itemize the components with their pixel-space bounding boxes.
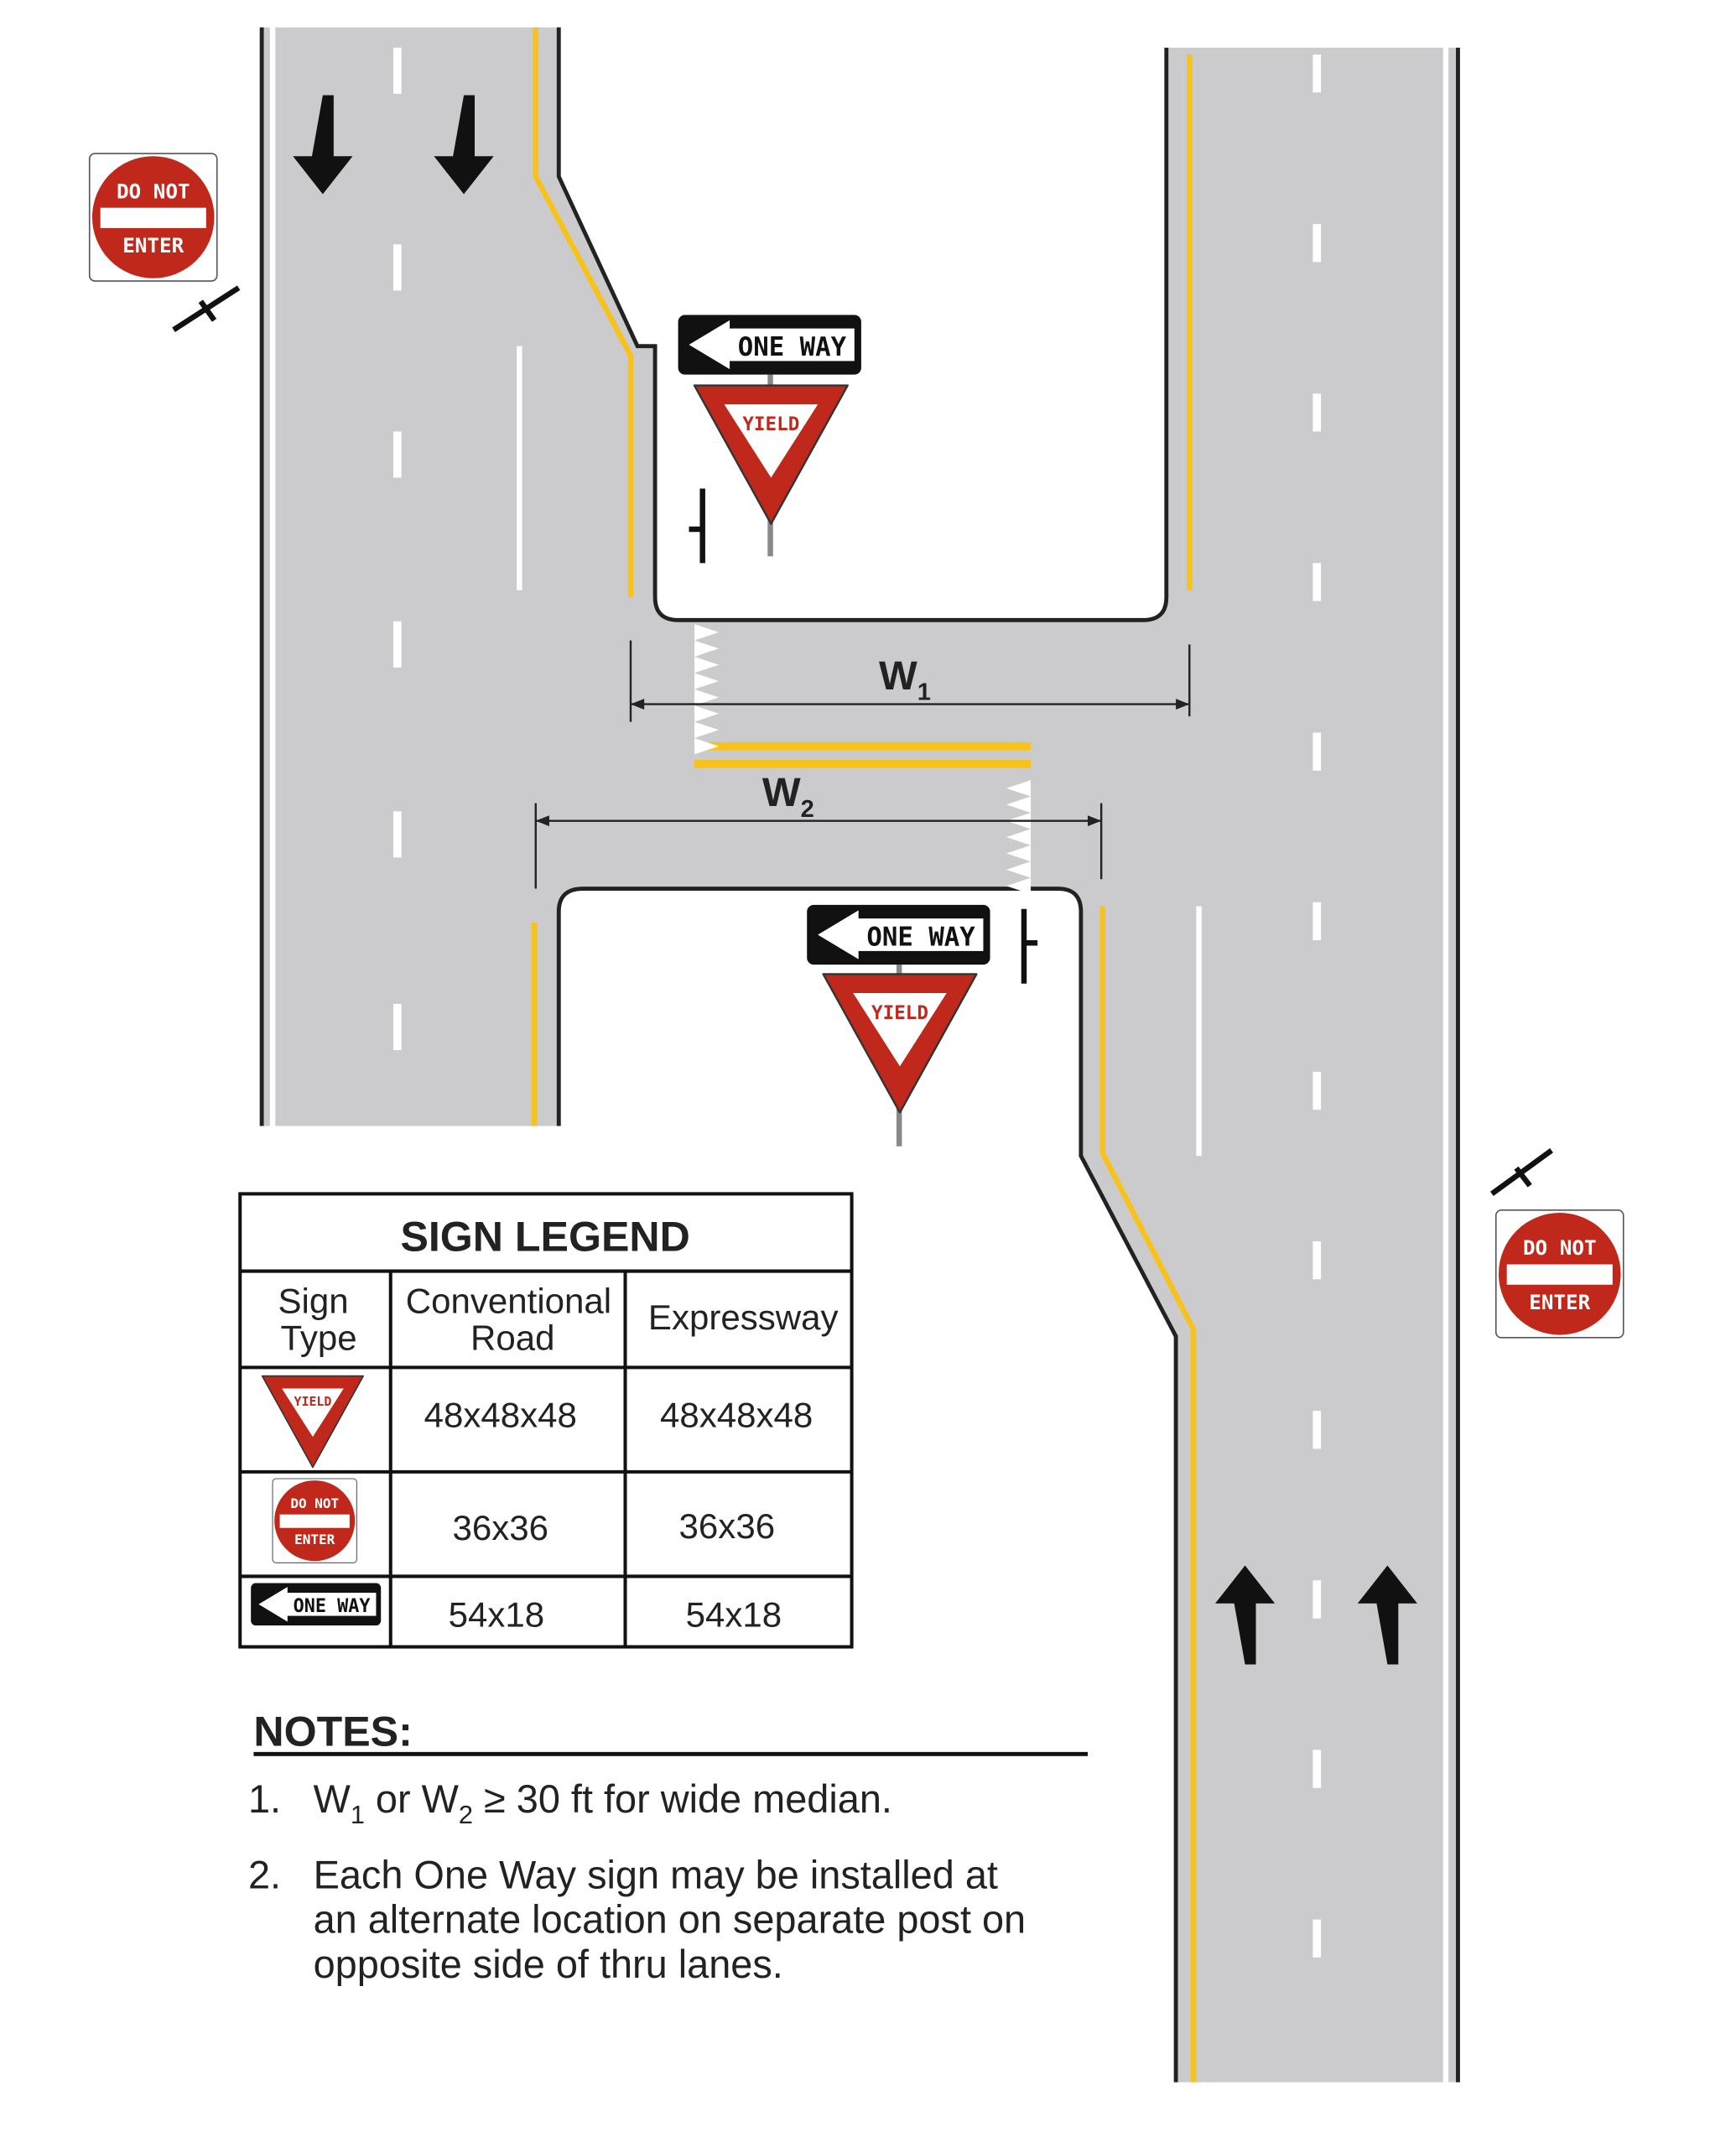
legend-title: SIGN LEGEND (400, 1213, 689, 1260)
cell-conventional: 54x18 (449, 1594, 545, 1634)
note-2-line: an alternate location on separate post o… (314, 1898, 1027, 1942)
sign-text: YIELD (294, 1394, 331, 1409)
do-not-enter-sign: DO NOT ENTER (1494, 1209, 1624, 1339)
cell-conventional: 48x48x48 (424, 1396, 577, 1435)
white-edge-lines (269, 27, 1449, 2083)
do-not-enter-sign: DO NOT ENTER (88, 153, 218, 282)
note-number: 1. (248, 1777, 281, 1821)
notes-title: NOTES: (253, 1708, 412, 1755)
dimension-w1 (629, 640, 1191, 722)
double-yellow-centerline (694, 741, 1032, 768)
sign-text: YIELD (742, 413, 799, 435)
do-not-enter-sign: DO NOT ENTER (272, 1478, 357, 1563)
one-way-sign: ONE WAY (807, 904, 990, 965)
w2-label: W2 (762, 770, 814, 823)
sign-text: DO NOT (117, 179, 190, 203)
cell-expressway: 36x36 (679, 1506, 776, 1546)
yield-sign: YIELD (693, 384, 849, 525)
sign-text: ONE WAY (294, 1596, 372, 1617)
sign-text: YIELD (871, 1002, 928, 1024)
header-conventional: Conventional (406, 1282, 611, 1321)
yield-sign: YIELD (822, 973, 978, 1114)
sign-text: ENTER (1529, 1290, 1590, 1314)
sign-text: ENTER (122, 233, 184, 257)
yield-line-markings (694, 624, 1032, 894)
note-number: 2. (248, 1853, 281, 1896)
sign-text: ONE WAY (866, 922, 975, 952)
header-expressway: Expressway (648, 1298, 839, 1337)
cell-expressway: 54x18 (686, 1594, 782, 1634)
sign-text: DO NOT (290, 1495, 339, 1511)
header-conventional-2: Road (470, 1318, 554, 1357)
cell-expressway: 48x48x48 (660, 1396, 813, 1435)
sign-text: ENTER (294, 1532, 335, 1547)
up-arrow-icon (1357, 1565, 1417, 1665)
note-2-line: opposite side of thru lanes. (314, 1942, 783, 1986)
legend-text: SIGN LEGEND Sign Type Conventional Road … (278, 1213, 839, 1634)
yield-sign: YIELD (261, 1375, 365, 1469)
one-way-sign: ONE WAY (678, 315, 861, 375)
sign-legend-table (238, 1192, 854, 1649)
notes: NOTES: 1. W1 or W2 ≥ 30 ft for wide medi… (248, 1708, 1088, 1986)
up-arrow-icon (1215, 1565, 1276, 1665)
note-1: W1 or W2 ≥ 30 ft for wide median. (314, 1777, 892, 1829)
w1-label: W1 (879, 653, 931, 706)
lane-dashes (392, 47, 1322, 1958)
sign-text: DO NOT (1523, 1235, 1597, 1260)
note-2-line: Each One Way sign may be installed at (314, 1853, 998, 1896)
sign-post-markers (172, 285, 1553, 1197)
header-sign-type-2: Type (280, 1318, 356, 1357)
down-arrow-icon (293, 95, 353, 195)
road-edges (259, 27, 1460, 2083)
yellow-edge-lines (531, 27, 1197, 2083)
sign-text: ONE WAY (738, 332, 847, 362)
down-arrow-icon (434, 95, 494, 195)
header-sign-type: Sign (278, 1282, 349, 1321)
cell-conventional: 36x36 (452, 1508, 548, 1547)
road-surface (262, 27, 1458, 2083)
dimension-w2 (534, 803, 1103, 889)
one-way-sign: ONE WAY (251, 1583, 382, 1626)
lane-arrows (293, 95, 1417, 1665)
